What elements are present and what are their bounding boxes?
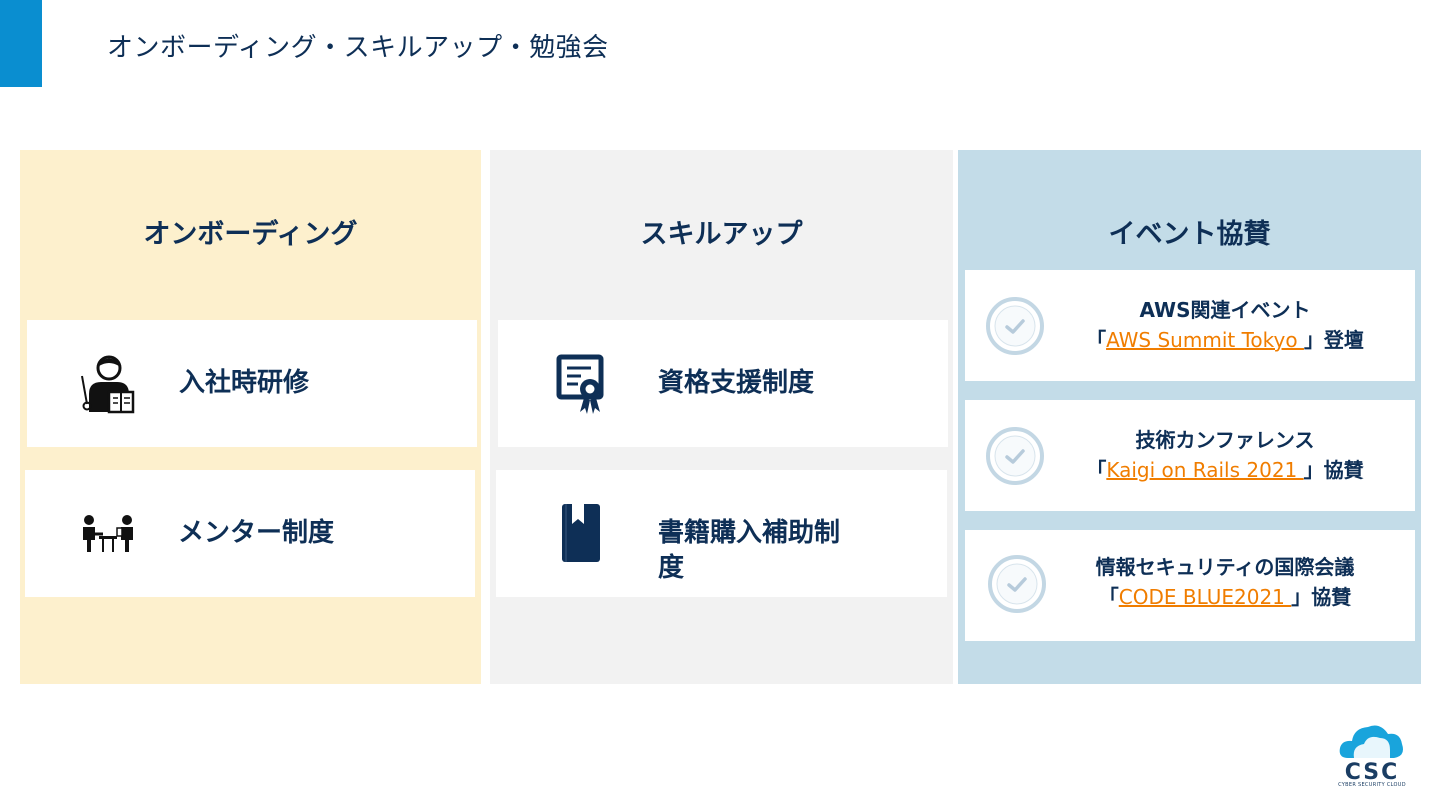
check-circle-icon bbox=[986, 427, 1044, 485]
card-label-multiline: 書籍購入補助制 度 bbox=[658, 516, 840, 586]
onboarding-panel: オンボーディング 入社時研修 メンター制度 bbox=[20, 150, 481, 684]
trainee-icon bbox=[81, 355, 135, 414]
event-bracket-open: 「 bbox=[1086, 328, 1107, 352]
card-certification-support[interactable]: 資格支援制度 bbox=[498, 320, 948, 447]
events-panel-title: イベント協賛 bbox=[1108, 219, 1271, 250]
event-line2: 「CODE BLUE2021 」協賛 bbox=[1035, 582, 1415, 612]
event-link-aws-summit-tokyo[interactable]: AWS Summit Tokyo bbox=[1106, 328, 1304, 352]
event-link-kaigi-on-rails[interactable]: Kaigi on Rails 2021 bbox=[1106, 458, 1304, 482]
skillup-panel-title: スキルアップ bbox=[640, 219, 803, 250]
card-label: 資格支援制度 bbox=[658, 368, 815, 398]
event-bracket-open: 「 bbox=[1086, 458, 1107, 482]
event-bracket-open: 「 bbox=[1098, 585, 1119, 609]
card-label-line1: 書籍購入補助制 bbox=[658, 518, 841, 548]
event-text: AWS関連イベント 「AWS Summit Tokyo 」登壇 bbox=[1035, 295, 1415, 355]
event-line2: 「AWS Summit Tokyo 」登壇 bbox=[1035, 325, 1415, 355]
book-icon bbox=[562, 504, 600, 562]
card-label: メンター制度 bbox=[178, 518, 335, 548]
event-link-code-blue[interactable]: CODE BLUE2021 bbox=[1118, 585, 1292, 609]
event-line1: 技術カンファレンス bbox=[1135, 428, 1315, 452]
card-book-purchase-subsidy[interactable]: 書籍購入補助制 度 bbox=[496, 470, 947, 597]
card-label: 入社時研修 bbox=[179, 368, 310, 398]
events-panel: イベント協賛 AWS関連イベント 「AWS Summit Tokyo 」登壇 技… bbox=[958, 150, 1421, 684]
skillup-panel: スキルアップ 資格支援制度 書籍購入補助制 度 bbox=[490, 150, 953, 684]
certificate-icon bbox=[556, 354, 604, 414]
slide-title: オンボーディング・スキルアップ・勉強会 bbox=[107, 33, 609, 63]
mentoring-icon bbox=[83, 515, 133, 552]
check-circle-icon bbox=[988, 555, 1046, 613]
cloud-icon bbox=[1339, 725, 1403, 758]
card-mentor-program[interactable]: メンター制度 bbox=[25, 470, 475, 597]
event-line2: 「Kaigi on Rails 2021 」協賛 bbox=[1035, 455, 1415, 485]
check-circle-icon bbox=[986, 297, 1044, 355]
logo-text: CSC bbox=[1344, 760, 1400, 785]
event-suffix: 」登壇 bbox=[1303, 328, 1364, 352]
event-card-kaigi: 技術カンファレンス 「Kaigi on Rails 2021 」協賛 bbox=[965, 400, 1415, 511]
event-suffix: 」協賛 bbox=[1291, 585, 1352, 609]
logo-subtext: CYBER SECURITY CLOUD bbox=[1338, 782, 1406, 788]
event-text: 情報セキュリティの国際会議 「CODE BLUE2021 」協賛 bbox=[1035, 552, 1415, 612]
event-line1: AWS関連イベント bbox=[1139, 298, 1311, 322]
event-card-aws: AWS関連イベント 「AWS Summit Tokyo 」登壇 bbox=[965, 270, 1415, 381]
accent-bar bbox=[0, 0, 42, 87]
event-line1: 情報セキュリティの国際会議 bbox=[1095, 555, 1355, 579]
event-suffix: 」協賛 bbox=[1303, 458, 1364, 482]
card-label-line2: 度 bbox=[658, 553, 685, 583]
event-text: 技術カンファレンス 「Kaigi on Rails 2021 」協賛 bbox=[1035, 425, 1415, 485]
onboarding-panel-title: オンボーディング bbox=[143, 219, 358, 250]
event-card-code-blue: 情報セキュリティの国際会議 「CODE BLUE2021 」協賛 bbox=[965, 530, 1415, 641]
csc-logo: CSC CYBER SECURITY CLOUD bbox=[1324, 720, 1420, 788]
card-new-hire-training[interactable]: 入社時研修 bbox=[27, 320, 477, 447]
